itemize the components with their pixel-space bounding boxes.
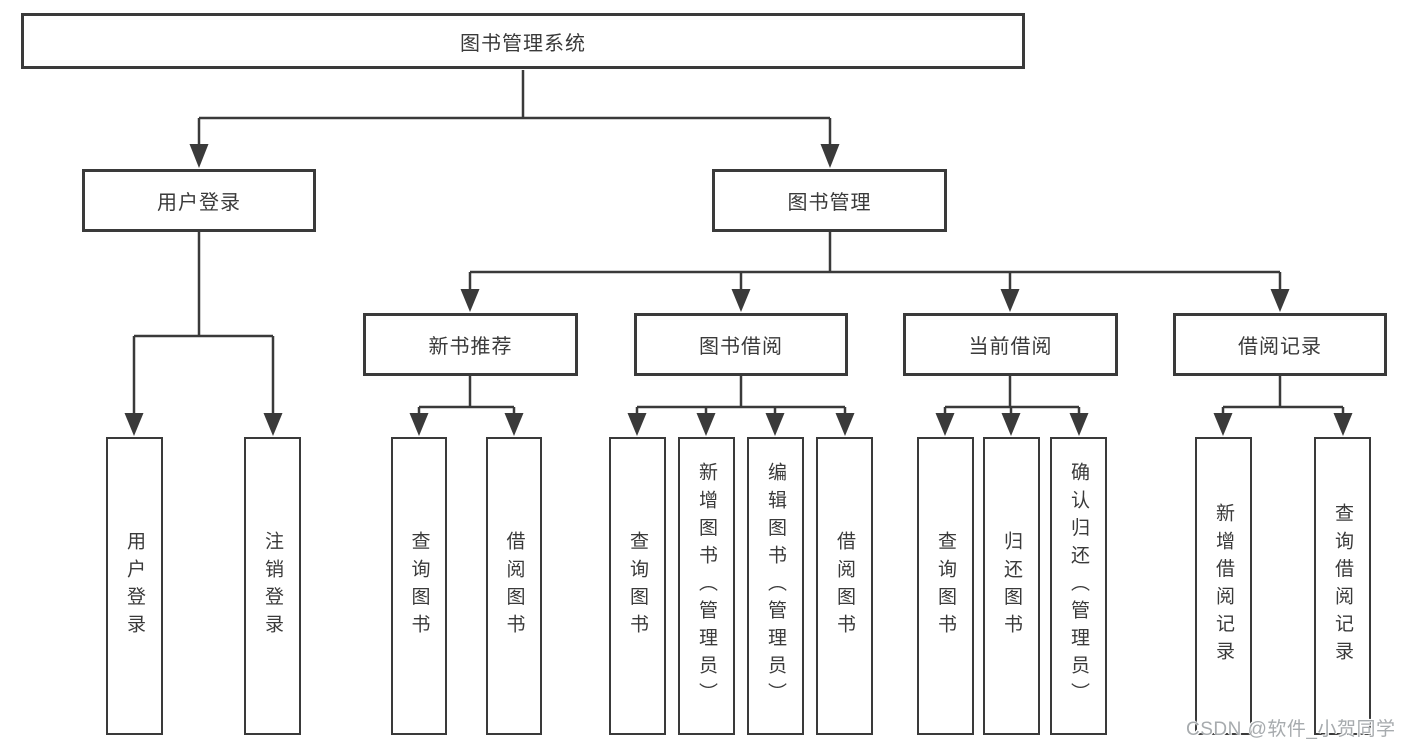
leaf-label: 查询图书 [627,530,648,642]
leaf-label: 编辑图书（管理员） [765,462,786,710]
leaf-edit-books-admin: 编辑图书（管理员） [747,437,804,735]
leaf-user-login: 用户登录 [106,437,163,735]
leaf-label: 注销登录 [262,530,283,642]
node-label: 借阅记录 [1238,336,1322,358]
node-label: 图书管理 [787,192,872,214]
leaf-label: 用户登录 [124,530,145,642]
leaf-label: 查询图书 [935,530,956,642]
leaf-label: 归还图书 [1001,530,1022,642]
csdn-watermark: CSDN @软件_小贺同学 [1186,719,1396,740]
node-root-library-system: 图书管理系统 [21,13,1025,69]
leaf-label: 查询借阅记录 [1332,503,1353,669]
leaf-label: 查询图书 [408,530,430,642]
leaf-borrow-books-1: 借阅图书 [486,437,542,735]
node-new-book-recommend: 新书推荐 [363,313,578,376]
leaf-confirm-return-admin: 确认归还（管理员） [1050,437,1107,735]
leaf-label: 借阅图书 [503,530,525,642]
leaf-add-borrow-record: 新增借阅记录 [1195,437,1252,735]
leaf-label: 新增借阅记录 [1213,503,1234,669]
leaf-add-books-admin: 新增图书（管理员） [678,437,735,735]
node-current-borrow: 当前借阅 [903,313,1118,376]
leaf-borrow-books-2: 借阅图书 [816,437,873,735]
node-label: 图书借阅 [699,336,783,358]
leaf-query-books-1: 查询图书 [391,437,447,735]
leaf-query-borrow-record: 查询借阅记录 [1314,437,1371,735]
node-root-label: 图书管理系统 [460,32,586,55]
leaf-query-books-2: 查询图书 [609,437,666,735]
node-book-management-branch: 图书管理 [712,169,947,232]
node-user-login-branch: 用户登录 [82,169,316,232]
node-book-borrow: 图书借阅 [634,313,848,376]
leaf-logout: 注销登录 [244,437,301,735]
leaf-label: 确认归还（管理员） [1068,462,1089,710]
node-borrow-records: 借阅记录 [1173,313,1387,376]
leaf-query-books-3: 查询图书 [917,437,974,735]
leaf-label: 新增图书（管理员） [696,462,717,710]
node-label: 新书推荐 [428,336,513,358]
leaf-label: 借阅图书 [834,530,855,642]
node-label: 当前借阅 [968,336,1053,358]
node-label: 用户登录 [157,192,241,214]
arrowheads [124,144,1353,436]
leaf-return-books: 归还图书 [983,437,1040,735]
